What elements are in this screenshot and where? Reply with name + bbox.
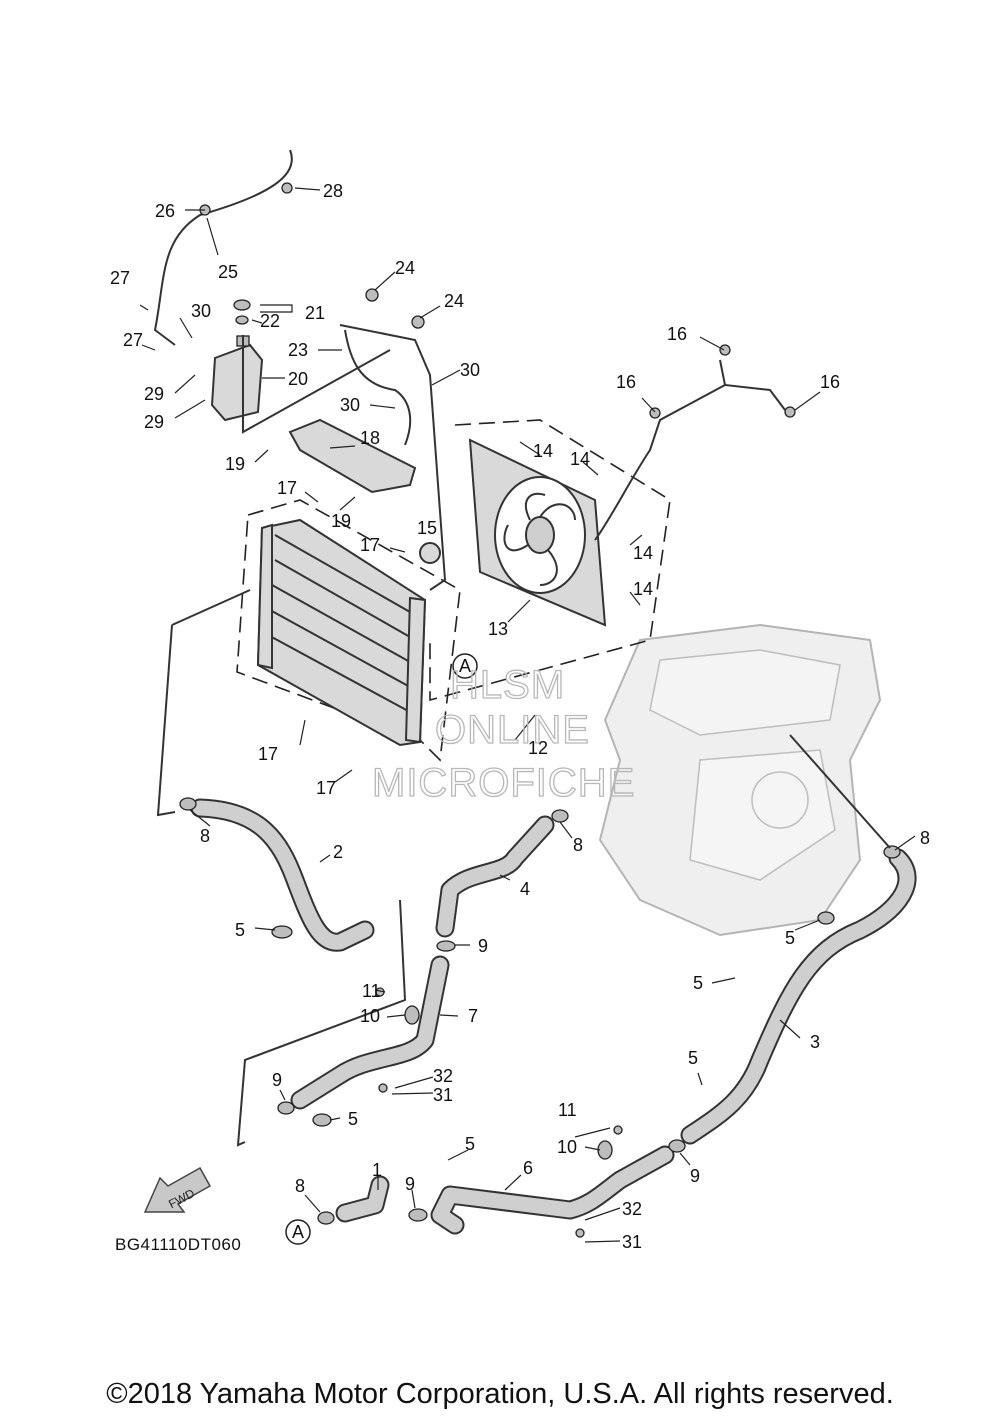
callout-3: 3 <box>810 1032 820 1052</box>
callout-18: 18 <box>360 428 380 448</box>
hose-4 <box>435 815 555 938</box>
callout-25: 25 <box>218 262 238 282</box>
callout-19: 19 <box>331 511 351 531</box>
callout-28: 28 <box>323 181 343 201</box>
callout-30: 30 <box>340 395 360 415</box>
reference-mark-a-upper: A <box>452 653 478 679</box>
radiator-cap-15 <box>419 542 441 564</box>
callout-17: 17 <box>277 478 297 498</box>
callout-9: 9 <box>690 1166 700 1186</box>
callout-14: 14 <box>570 449 590 469</box>
callout-17: 17 <box>360 535 380 555</box>
callout-11: 11 <box>362 981 381 1001</box>
callout-27: 27 <box>110 268 130 288</box>
callout-10: 10 <box>360 1006 380 1026</box>
watermark-line-1: HLSM <box>450 663 565 707</box>
callout-19: 19 <box>225 454 245 474</box>
watermark: HLSM ONLINE MICROFICHE <box>371 662 635 805</box>
callout-11: 11 <box>558 1100 577 1120</box>
callout-17: 17 <box>316 778 336 798</box>
reservoir-bracket <box>288 418 417 494</box>
hose-clamps <box>179 182 901 1238</box>
callout-8: 8 <box>200 826 210 846</box>
callout-9: 9 <box>478 936 488 956</box>
callout-14: 14 <box>633 543 653 563</box>
callout-7: 7 <box>468 1006 478 1026</box>
callout-labels: 1 2 3 4 5 5 5 5 5 5 6 7 8 8 8 8 9 9 9 9 … <box>110 181 930 1252</box>
callout-9: 9 <box>405 1174 415 1194</box>
callout-16: 16 <box>820 372 840 392</box>
callout-21: 21 <box>305 303 325 323</box>
callout-13: 13 <box>488 619 508 639</box>
svg-text:A: A <box>292 1222 304 1242</box>
callout-6: 6 <box>523 1158 533 1178</box>
radiator <box>256 518 427 747</box>
callout-24: 24 <box>444 291 464 311</box>
callout-32: 32 <box>433 1066 453 1086</box>
callout-30: 30 <box>460 360 480 380</box>
callout-14: 14 <box>533 441 553 461</box>
callout-5: 5 <box>688 1048 698 1068</box>
callout-5: 5 <box>465 1134 475 1154</box>
fan-wire-harness <box>594 359 786 541</box>
callout-20: 20 <box>288 369 308 389</box>
callout-5: 5 <box>785 928 795 948</box>
hose-2 <box>190 798 375 952</box>
callout-10: 10 <box>557 1137 577 1157</box>
callout-23: 23 <box>288 340 308 360</box>
drawing-code: BG41110DT060 <box>115 1235 241 1254</box>
hose-6 <box>430 1145 675 1235</box>
reservoir-leader-frame <box>242 335 391 434</box>
callout-16: 16 <box>667 324 687 344</box>
callout-2: 2 <box>333 842 343 862</box>
callout-31: 31 <box>433 1085 453 1105</box>
hose-3 <box>680 848 917 1145</box>
callout-5: 5 <box>693 973 703 993</box>
forward-direction-arrow: FWD <box>143 1166 212 1213</box>
link-line-lower <box>236 899 407 1147</box>
callout-26: 26 <box>155 201 175 221</box>
callout-4: 4 <box>520 879 530 899</box>
hose-1 <box>335 1175 390 1223</box>
callout-8: 8 <box>920 828 930 848</box>
overflow-hose-23 <box>344 329 412 446</box>
svg-text:A: A <box>459 656 471 676</box>
callout-32: 32 <box>622 1199 642 1219</box>
callout-30: 30 <box>191 301 211 321</box>
callout-12: 12 <box>528 738 548 758</box>
breather-hose-25 <box>153 149 293 346</box>
callout-14: 14 <box>633 579 653 599</box>
callout-5: 5 <box>348 1109 358 1129</box>
callout-8: 8 <box>573 835 583 855</box>
callout-9: 9 <box>272 1070 282 1090</box>
link-line-engine <box>789 734 891 849</box>
fan-shroud <box>468 438 607 627</box>
callout-29: 29 <box>144 412 164 432</box>
coolant-reservoir <box>210 335 264 422</box>
overflow-hose-30 <box>339 324 447 591</box>
callout-17: 17 <box>258 744 278 764</box>
callout-22: 22 <box>260 311 280 331</box>
callout-1: 1 <box>372 1160 382 1180</box>
watermark-line-2: ONLINE <box>435 708 590 752</box>
callout-24: 24 <box>395 258 415 278</box>
copyright-notice: ©2018 Yamaha Motor Corporation, U.S.A. A… <box>106 1378 894 1410</box>
callout-29: 29 <box>144 384 164 404</box>
callout-31: 31 <box>622 1232 642 1252</box>
link-line-left <box>156 589 251 817</box>
reference-mark-a-lower: A <box>285 1219 311 1245</box>
callout-8: 8 <box>295 1176 305 1196</box>
callout-15: 15 <box>417 518 437 538</box>
callout-16: 16 <box>616 372 636 392</box>
engine-outline <box>598 623 882 937</box>
hose-7 <box>290 955 450 1110</box>
watermark-line-3: MICROFICHE <box>372 761 635 805</box>
callout-leaders <box>139 187 916 1243</box>
callout-27: 27 <box>123 330 143 350</box>
radiator-assembly-boundary <box>236 499 461 762</box>
callout-5: 5 <box>235 920 245 940</box>
